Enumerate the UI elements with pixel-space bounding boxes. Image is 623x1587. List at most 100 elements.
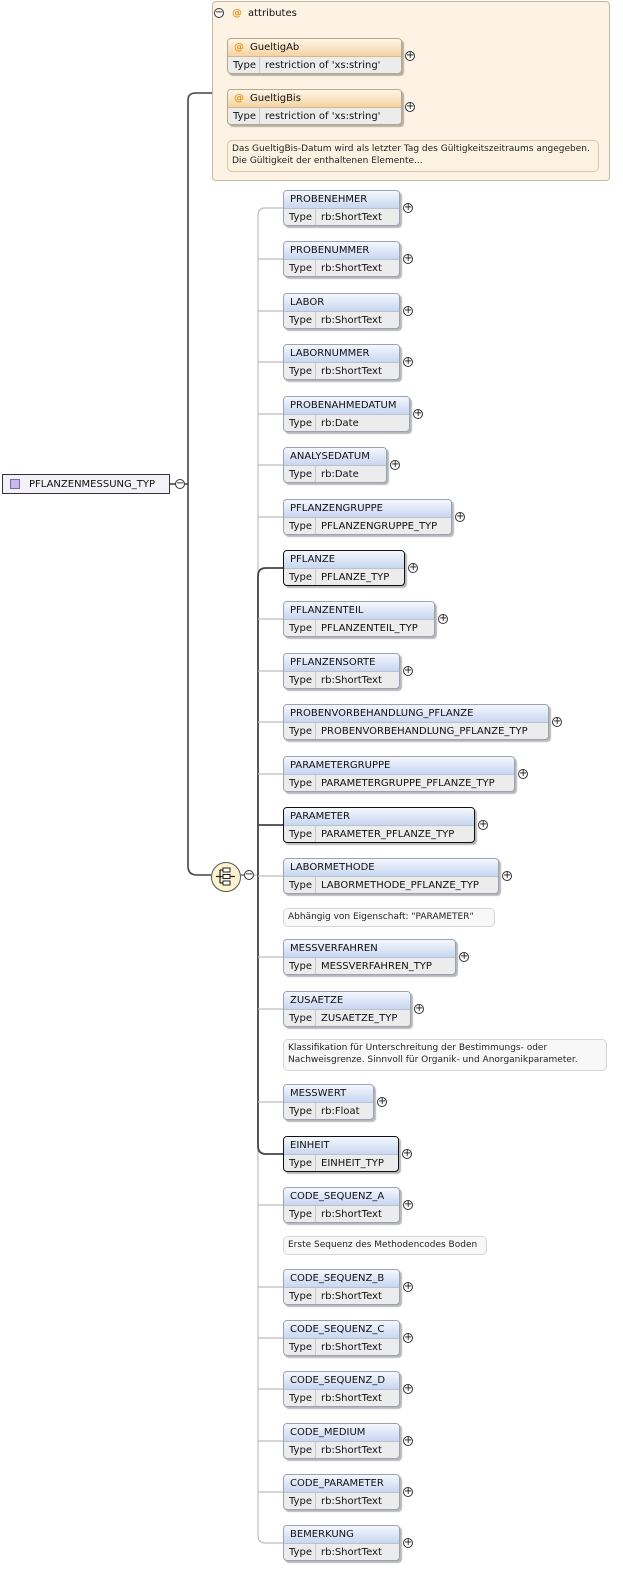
type-value: rb:Date — [321, 469, 359, 480]
node-name-label: GueltigAb — [250, 42, 300, 53]
type-key-label: Type — [284, 775, 316, 791]
sequence-collapse-icon[interactable]: − — [244, 869, 254, 880]
expand-icon[interactable]: + — [552, 716, 562, 727]
connector-line — [257, 875, 283, 1155]
expand-icon[interactable]: + — [403, 305, 413, 316]
element-name: CODE_SEQUENZ_D — [284, 1372, 399, 1390]
type-key-label: Type — [284, 569, 316, 585]
type-value: rb:ShortText — [321, 366, 382, 377]
element-name: CODE_PARAMETER — [284, 1475, 399, 1493]
expand-icon[interactable]: + — [403, 202, 413, 213]
type-key-label: Type — [284, 877, 316, 893]
expand-icon[interactable]: + — [405, 101, 415, 112]
element-name: ANALYSEDATUM — [284, 448, 386, 466]
type-value: LABORMETHODE_PFLANZE_TYP — [321, 880, 479, 891]
expand-icon[interactable]: + — [459, 951, 469, 962]
node-name-label: PROBENAHMEDATUM — [290, 400, 397, 411]
connector-line — [187, 484, 211, 876]
type-key-label: Type — [284, 415, 316, 431]
type-row: Type rb:ShortText — [284, 363, 399, 379]
attributes-header[interactable]: − @ attributes — [214, 6, 297, 20]
attribute-icon: @ — [234, 93, 244, 104]
expand-icon[interactable]: + — [518, 768, 528, 779]
expand-icon[interactable]: + — [403, 1435, 413, 1446]
expand-icon[interactable]: + — [403, 1199, 413, 1210]
element-name: CODE_MEDIUM — [284, 1424, 399, 1442]
expand-icon[interactable]: + — [377, 1096, 387, 1107]
collapse-icon[interactable]: − — [214, 7, 224, 18]
type-key-label: Type — [284, 1544, 316, 1560]
expand-icon[interactable]: + — [455, 511, 465, 522]
expand-icon[interactable]: + — [413, 408, 423, 419]
attribute-annotation: Das GueltigBis-Datum wird als letzter Ta… — [227, 140, 599, 172]
type-key-label: Type — [284, 363, 316, 379]
expand-icon[interactable]: + — [408, 562, 418, 573]
expand-icon[interactable]: + — [478, 819, 488, 830]
expand-icon[interactable]: + — [390, 459, 400, 470]
expand-icon[interactable]: + — [403, 253, 413, 264]
root-collapse-icon[interactable]: − — [175, 478, 185, 489]
expand-icon[interactable]: + — [402, 1148, 412, 1159]
node-name-label: CODE_SEQUENZ_B — [290, 1273, 385, 1284]
expand-icon[interactable]: + — [403, 665, 413, 676]
node-name-label: LABORNUMMER — [290, 348, 370, 359]
type-key-label: Type — [284, 466, 316, 482]
expand-icon[interactable]: + — [403, 1281, 413, 1292]
element-name: CODE_SEQUENZ_A — [284, 1188, 399, 1206]
type-value: restriction of 'xs:string' — [265, 111, 381, 122]
expand-icon[interactable]: + — [403, 356, 413, 367]
node-name-label: BEMERKUNG — [290, 1529, 354, 1540]
node-name-label: PROBENVORBEHANDLUNG_PFLANZE — [290, 708, 474, 719]
expand-icon[interactable]: + — [403, 1383, 413, 1394]
type-key-label: Type — [284, 1390, 316, 1406]
type-value: rb:ShortText — [321, 1291, 382, 1302]
expand-icon[interactable]: + — [502, 870, 512, 881]
attribute-icon: @ — [234, 42, 244, 53]
type-key-label: Type — [284, 312, 316, 328]
expand-icon[interactable]: + — [403, 1332, 413, 1343]
expand-icon[interactable]: + — [438, 613, 448, 624]
sequence-icon[interactable] — [211, 862, 241, 892]
expand-icon[interactable]: + — [405, 50, 415, 61]
element-node-labornummer[interactable]: LABORNUMMER Type rb:ShortText — [283, 344, 400, 380]
node-name-label: PROBENEHMER — [290, 194, 368, 205]
expand-icon[interactable]: + — [403, 1486, 413, 1497]
expand-icon[interactable]: + — [414, 1003, 424, 1014]
expand-icon[interactable]: + — [403, 1537, 413, 1548]
node-name-label: PARAMETERGRUPPE — [290, 760, 391, 771]
root-type-node[interactable]: PFLANZENMESSUNG_TYP — [2, 474, 170, 494]
element-name: EINHEIT — [284, 1137, 398, 1155]
